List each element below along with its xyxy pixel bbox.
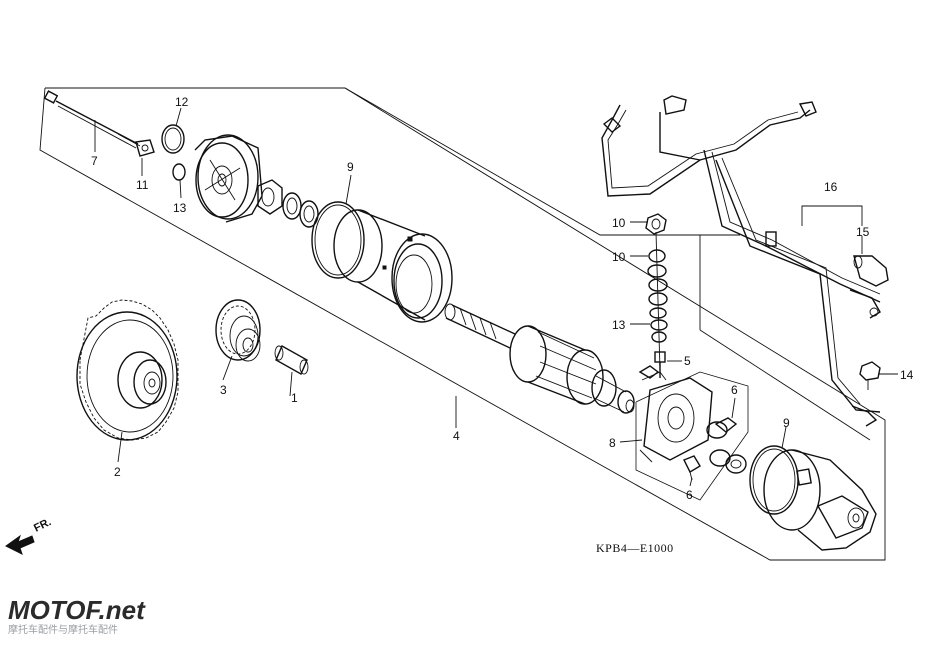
front-cover [194, 134, 263, 223]
cable-harness [601, 95, 881, 427]
brush-group-box [635, 371, 749, 501]
watermark-tagline: 摩托车配件与摩托车配件 [8, 623, 118, 636]
callout-13-right: 13 [612, 318, 626, 332]
leader-lines [94, 107, 898, 487]
front-marker-label: FR. [32, 516, 53, 535]
callout-labels: 1 2 3 4 5 6 6 7 8 9 9 10 10 11 12 13 13 … [91, 95, 914, 502]
assembly-boundary [39, 87, 886, 561]
boot-part-15 [853, 255, 889, 287]
callout-9-left: 9 [347, 160, 354, 174]
diagram-code: KPB4—E1000 [596, 541, 674, 555]
callout-10-lower: 10 [612, 250, 626, 264]
watermark-logo: MOTOF.net [8, 595, 146, 625]
callout-9-right: 9 [783, 416, 790, 430]
washer-part-11 [135, 139, 155, 157]
callout-16: 16 [824, 180, 838, 194]
oring-part-12 [161, 124, 185, 154]
brush-holder-part-8 [638, 365, 713, 463]
callout-15: 15 [856, 225, 870, 239]
callout-10-upper: 10 [612, 216, 626, 230]
callout-7: 7 [91, 154, 98, 168]
oring-part-9-right [749, 445, 799, 515]
rear-washers [706, 421, 747, 474]
oring-part-13-upper [172, 163, 186, 181]
motof-watermark: MOTOF.net 摩托车配件与摩托车配件 [8, 595, 146, 636]
oring-part-9-left [311, 201, 365, 279]
callout-14: 14 [900, 368, 914, 382]
callout-13-left: 13 [173, 201, 187, 215]
callout-4: 4 [453, 429, 460, 443]
callout-8: 8 [609, 436, 616, 450]
screw-part-6-lower [683, 455, 701, 481]
bolt-part-7 [43, 90, 141, 149]
gear-part-3 [215, 299, 261, 362]
gear-part-2 [76, 299, 179, 441]
front-direction-arrow: FR. [5, 516, 53, 555]
bracket-part-16 [801, 205, 863, 226]
armature-part-4 [444, 303, 635, 414]
bolt-part-14 [859, 361, 881, 390]
callout-6-upper: 6 [731, 383, 738, 397]
callout-11: 11 [136, 178, 149, 192]
nut-washer-stack [645, 213, 668, 371]
seal-washers [257, 179, 319, 228]
callout-3: 3 [220, 383, 227, 397]
pin-part-1 [274, 345, 309, 375]
screw-part-5 [654, 351, 666, 378]
callout-2: 2 [114, 465, 121, 479]
callout-5: 5 [684, 354, 691, 368]
motor-yoke [333, 209, 453, 323]
screw-part-6-upper [714, 417, 738, 433]
callout-1: 1 [291, 391, 298, 405]
callout-12: 12 [175, 95, 189, 109]
rear-cover [763, 449, 877, 551]
callout-6-lower: 6 [686, 488, 693, 502]
